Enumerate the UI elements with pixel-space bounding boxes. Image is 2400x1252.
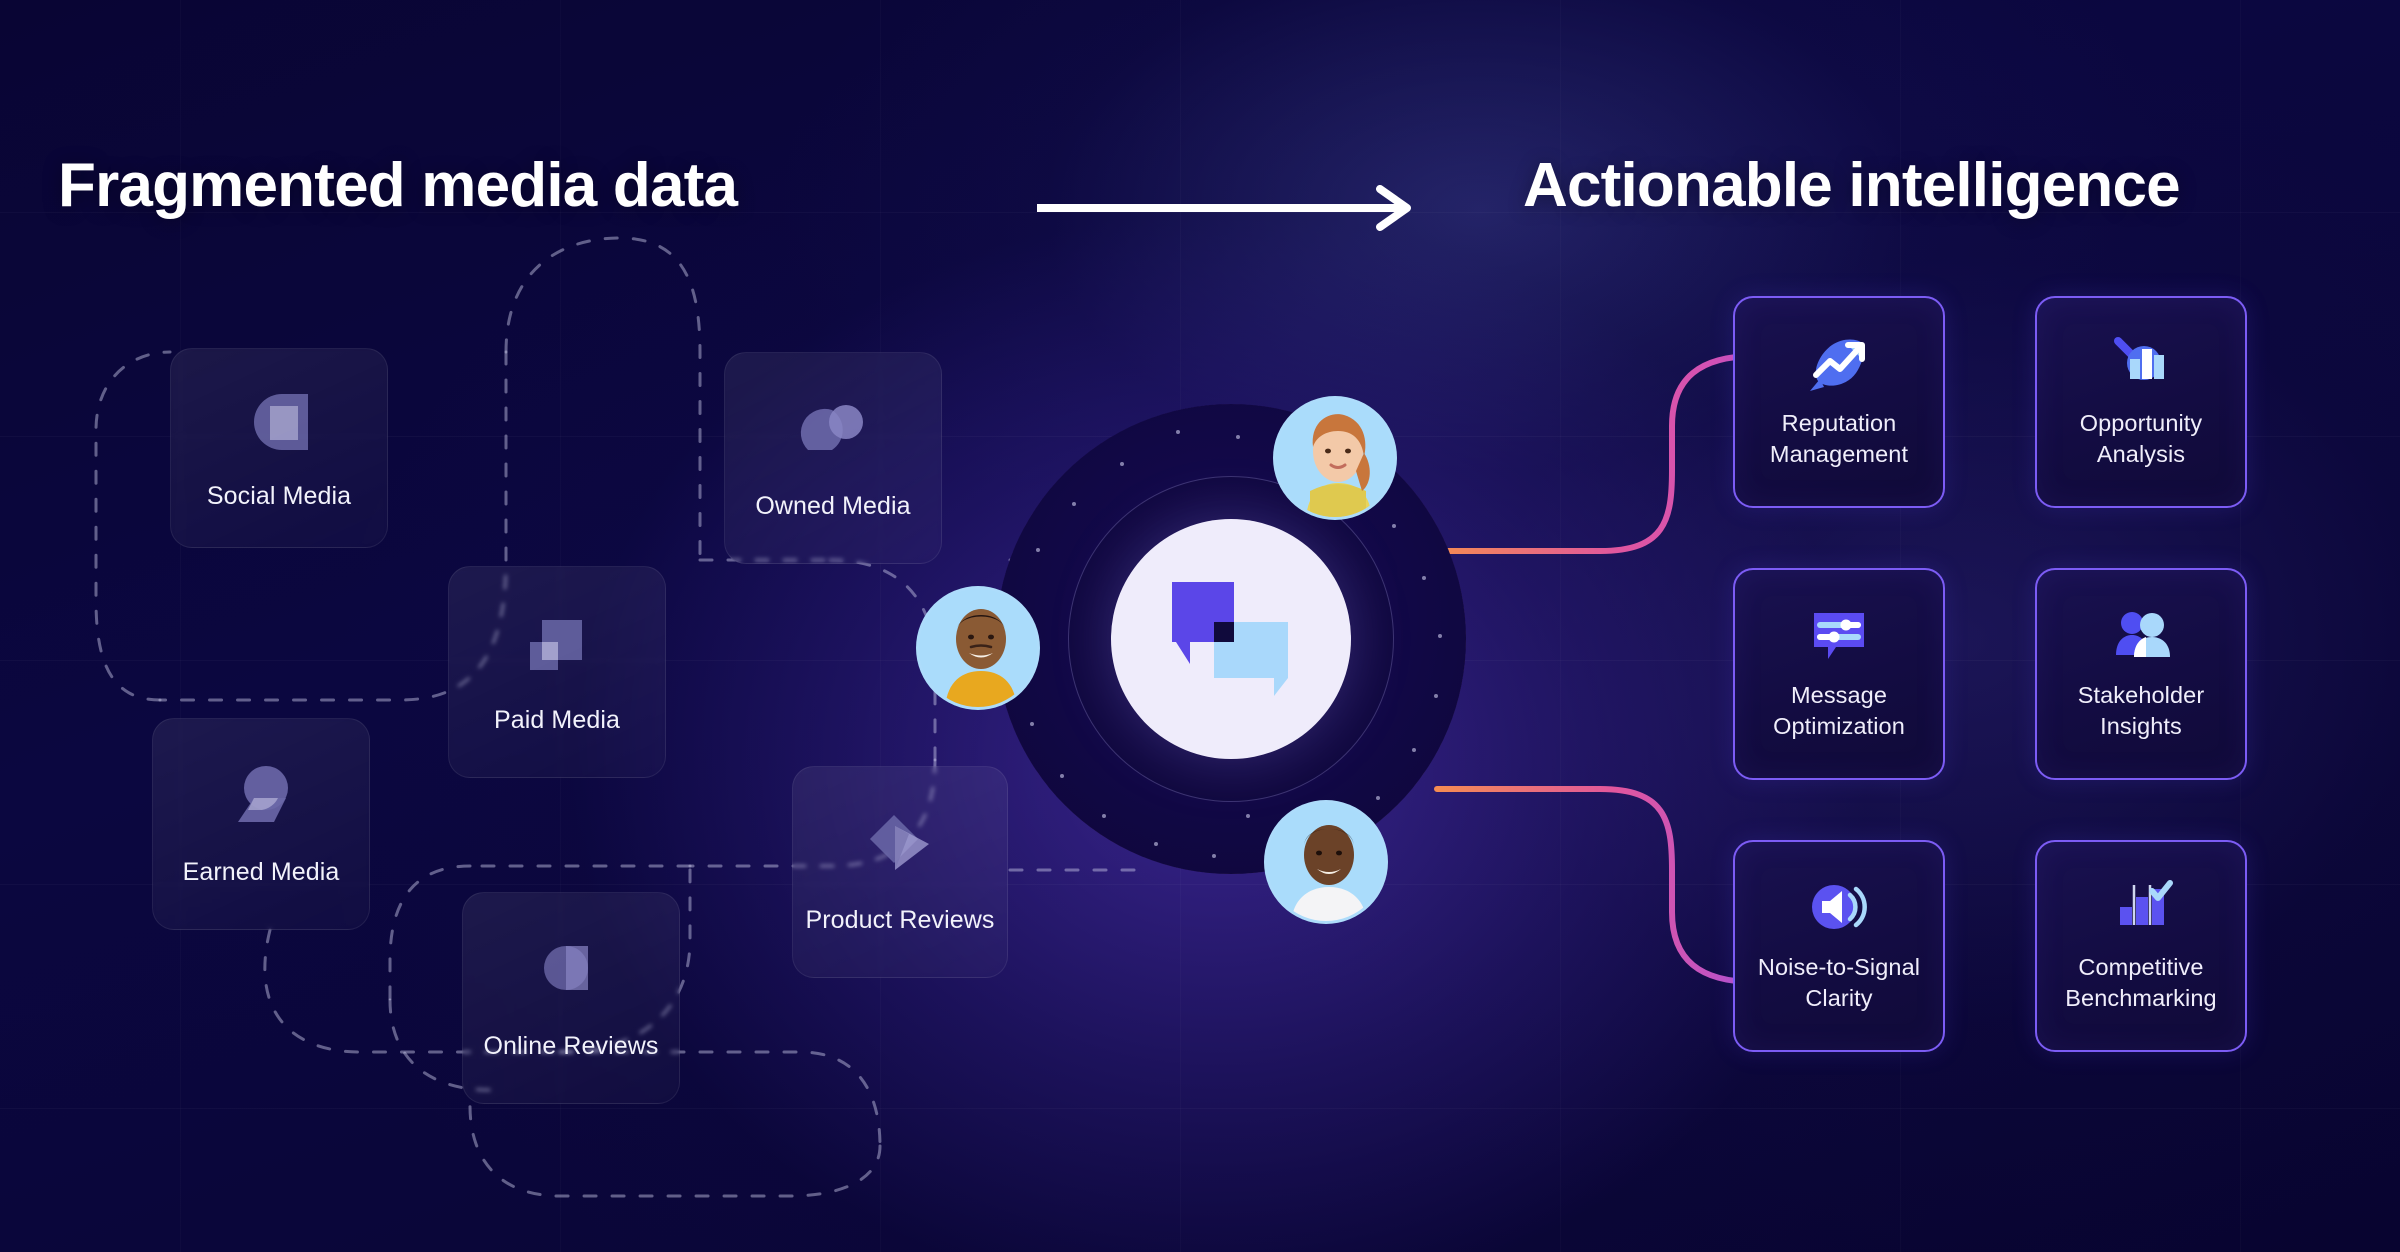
paid-media-icon	[520, 608, 594, 687]
feature-card-opportunity-analysis[interactable]: Opportunity Analysis	[2035, 296, 2247, 508]
earned-media-icon	[224, 760, 298, 839]
chat-bubbles-logo	[1172, 582, 1288, 696]
avatar-person-top	[1273, 396, 1397, 520]
product-reviews-icon	[863, 808, 937, 887]
media-card-label: Social Media	[206, 482, 352, 511]
media-card-label: Earned Media	[182, 858, 340, 887]
feature-card-competitive-benchmarking[interactable]: Competitive Benchmarking	[2035, 840, 2247, 1052]
media-card-online-reviews[interactable]: Online Reviews	[462, 892, 680, 1104]
feature-card-label: Opportunity Analysis	[2079, 410, 2203, 467]
page-title-right: Actionable intelligence	[1523, 151, 2181, 220]
feature-card-reputation-management[interactable]: Reputation Management	[1733, 296, 1945, 508]
arrow-right-icon	[1037, 185, 1411, 231]
feature-card-label: Reputation Management	[1769, 410, 1909, 467]
bar-chart-check-icon	[2110, 878, 2173, 938]
owned-media-icon	[796, 394, 870, 473]
media-card-label: Owned Media	[755, 492, 911, 521]
feature-card-label: Competitive Benchmarking	[2065, 954, 2217, 1011]
two-people-icon	[2110, 606, 2172, 666]
feature-card-label: Message Optimization	[1773, 682, 1905, 739]
avatar-person-bottom	[1264, 800, 1388, 924]
social-media-icon	[242, 384, 316, 463]
hub-core	[1111, 519, 1351, 759]
online-reviews-icon	[534, 934, 608, 1013]
avatar-person-left	[916, 586, 1040, 710]
media-card-social-media[interactable]: Social Media	[170, 348, 388, 548]
media-card-paid-media[interactable]: Paid Media	[448, 566, 666, 778]
media-card-product-reviews[interactable]: Product Reviews	[792, 766, 1008, 978]
media-card-owned-media[interactable]: Owned Media	[724, 352, 942, 564]
media-card-label: Online Reviews	[483, 1032, 659, 1061]
rocket-trend-icon	[1808, 334, 1870, 394]
speaker-volume-icon	[1808, 878, 1870, 938]
central-hub	[996, 404, 1466, 874]
feature-card-noise-to-signal-clarity[interactable]: Noise-to-Signal Clarity	[1733, 840, 1945, 1052]
media-card-earned-media[interactable]: Earned Media	[152, 718, 370, 930]
feature-card-message-optimization[interactable]: Message Optimization	[1733, 568, 1945, 780]
feature-card-label: Stakeholder Insights	[2077, 682, 2205, 739]
feature-card-stakeholder-insights[interactable]: Stakeholder Insights	[2035, 568, 2247, 780]
media-card-label: Paid Media	[493, 706, 621, 735]
sliders-bubble-icon	[1808, 606, 1870, 666]
magnifier-bar-chart-icon	[2110, 334, 2172, 394]
media-card-label: Product Reviews	[805, 906, 995, 935]
header: Fragmented media data Actionable intelli…	[0, 0, 2400, 300]
feature-card-label: Noise-to-Signal Clarity	[1757, 954, 1921, 1011]
page-title-left: Fragmented media data	[58, 151, 738, 220]
